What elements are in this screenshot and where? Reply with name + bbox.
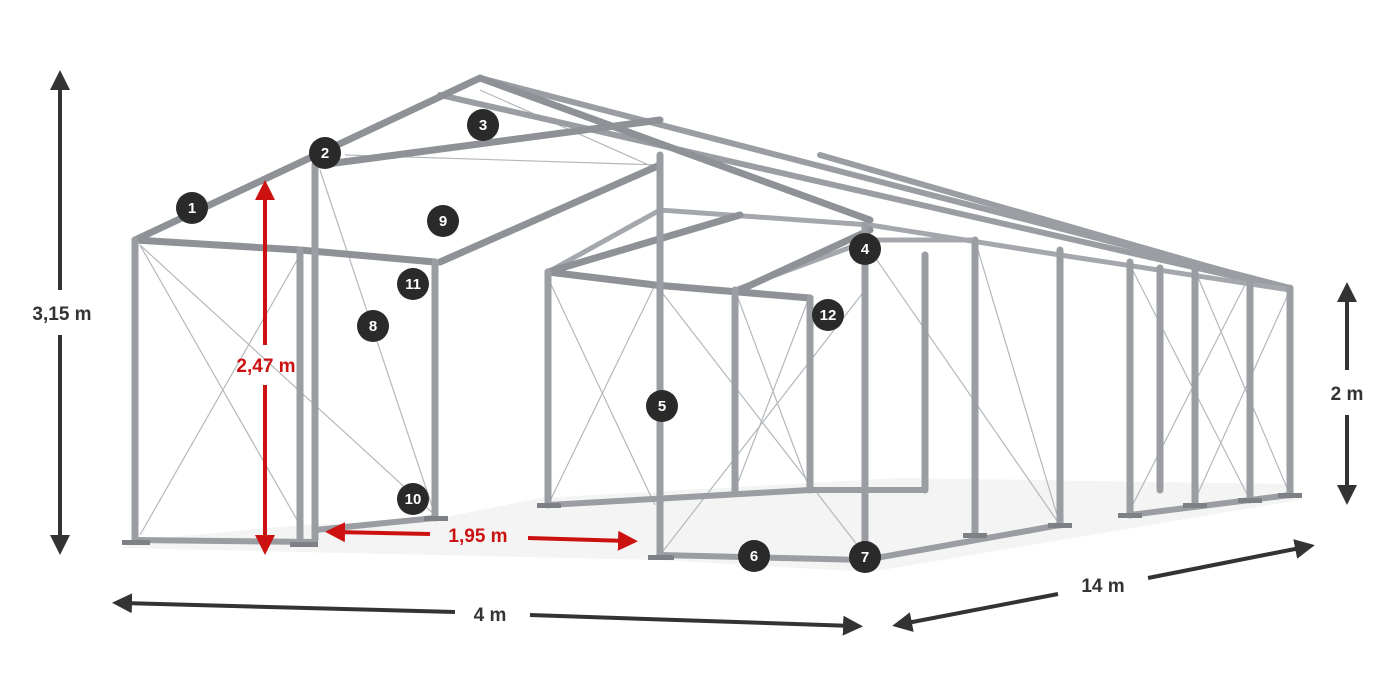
part-badge-1: 1 [176,192,208,224]
part-badge-3: 3 [467,109,499,141]
door-width-label: 1,95 m [448,526,507,547]
svg-text:1: 1 [188,200,196,217]
svg-text:4: 4 [861,241,870,258]
part-badge-7: 7 [849,541,881,573]
part-badge-6: 6 [738,540,770,572]
part-badge-4: 4 [849,233,881,265]
svg-text:8: 8 [369,318,377,335]
vertical-posts [131,151,1294,564]
dimension-height-wall: 2 m [1331,282,1364,505]
width-label: 4 m [474,605,507,626]
part-badge-12: 12 [812,299,844,331]
svg-text:7: 7 [861,549,869,566]
roof-purlins [437,75,1293,293]
svg-text:11: 11 [405,276,421,293]
height-wall-label: 2 m [1331,384,1364,405]
part-badge-9: 9 [427,205,459,237]
part-badge-5: 5 [646,390,678,422]
dimension-height-side: 2,47 m [236,180,296,555]
svg-text:9: 9 [439,213,447,230]
dimension-length: 14 m [892,539,1315,632]
svg-text:5: 5 [658,398,666,415]
svg-text:2: 2 [321,145,329,162]
length-label: 14 m [1081,576,1124,597]
svg-text:3: 3 [479,117,487,134]
dimension-width: 4 m [112,593,863,636]
floor-shadow [120,478,1300,572]
svg-text:6: 6 [750,548,758,565]
front-gable [131,74,874,544]
svg-text:12: 12 [820,307,837,324]
svg-text:10: 10 [405,491,422,508]
dimension-door-width: 1,95 m [325,522,638,551]
ground-beams [132,487,1293,563]
part-badge-8: 8 [357,310,389,342]
part-badges: 1 2 3 4 5 6 7 8 9 10 11 12 [176,109,881,573]
height-total-label: 3,15 m [32,304,91,325]
part-badge-11: 11 [397,268,429,300]
height-side-label: 2,47 m [236,356,295,377]
part-badge-2: 2 [309,137,341,169]
part-badge-10: 10 [397,483,429,515]
dimension-height-total: 3,15 m [32,70,92,555]
